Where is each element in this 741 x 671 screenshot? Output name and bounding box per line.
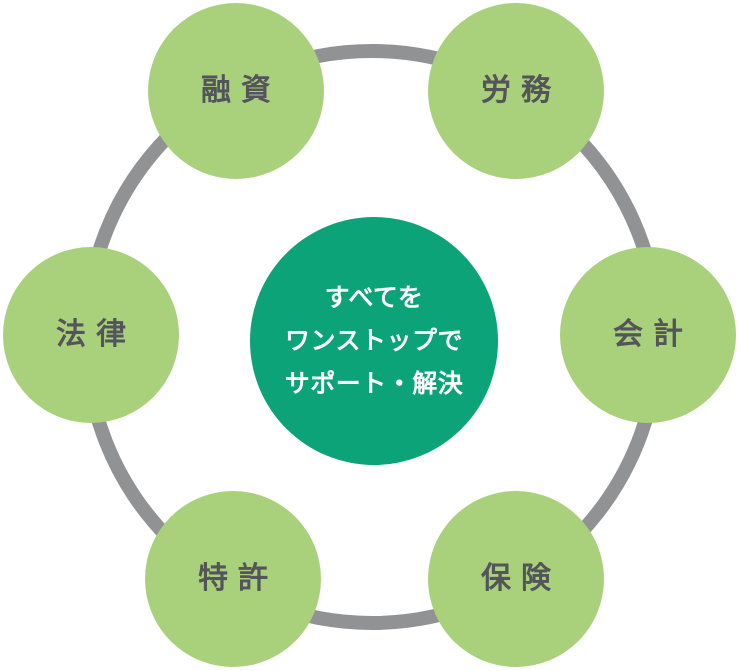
satellite-label-patent: 特許 xyxy=(198,562,278,595)
satellite-label-law: 法律 xyxy=(56,318,136,351)
center-hub-circle: すべてを ワンストップで サポート・解決 xyxy=(250,217,498,465)
satellite-label-insurance: 保険 xyxy=(481,562,561,595)
center-hub-text-line-3: サポート・解決 xyxy=(284,369,464,398)
satellite-label-financing: 融資 xyxy=(201,74,281,107)
satellite-label-labor: 労務 xyxy=(481,74,561,107)
satellite-circle-accounting: 会計 xyxy=(560,247,736,423)
satellite-circle-law: 法律 xyxy=(3,247,179,423)
satellite-label-accounting: 会計 xyxy=(613,318,693,351)
center-hub-text-line-2: ワンストップで xyxy=(284,326,463,355)
satellite-circle-labor: 労務 xyxy=(428,3,604,179)
satellite-circle-financing: 融資 xyxy=(148,3,324,179)
satellite-circle-insurance: 保険 xyxy=(428,491,604,667)
center-hub-text-line-1: すべてを xyxy=(324,283,424,312)
satellite-circle-patent: 特許 xyxy=(145,491,321,667)
